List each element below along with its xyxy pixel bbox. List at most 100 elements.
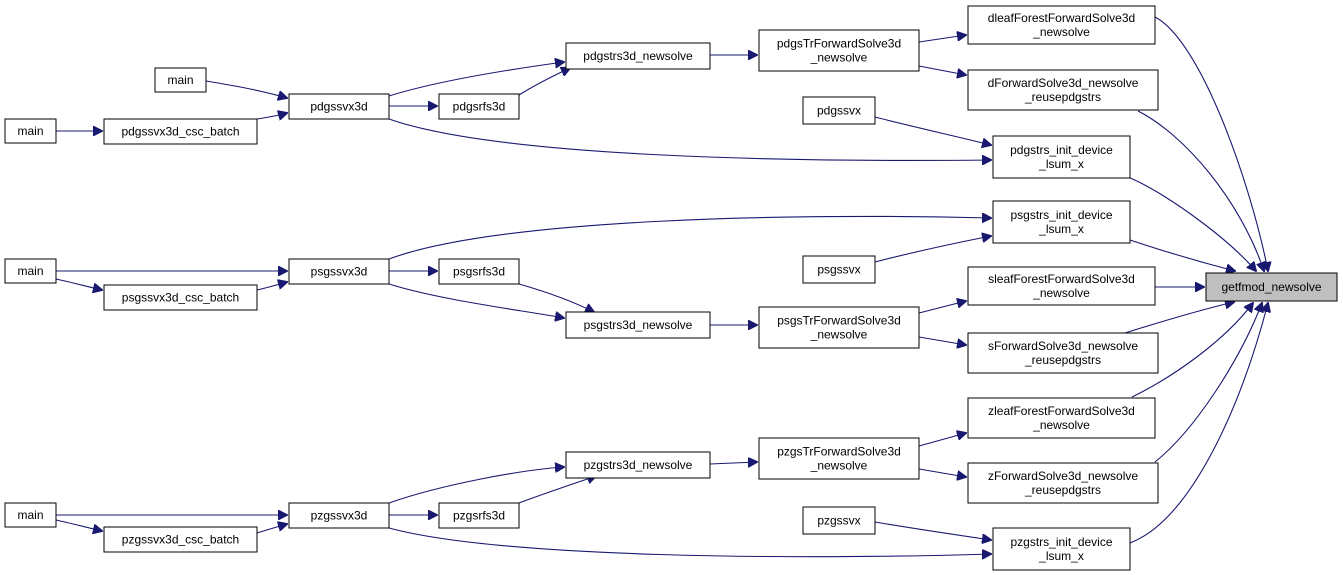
edge-sfwd-getfmod [1124,302,1234,334]
edge-pdrfs-pdtrs [518,68,570,96]
nodes-layer: getfmod_newsolve dleafForestForwardSolve3… [4,5,1338,571]
node-sleaf[interactable]: sleafForestForwardSolve3d_newsolve [967,266,1156,306]
node-label: psgsrfs3d [453,265,505,279]
node-box [288,93,390,120]
node-label: _newsolve [810,328,868,342]
edge-mainD-pzbatch [55,519,102,531]
node-pd3d[interactable]: pdgssvx3d [288,93,390,120]
node-pzbatch[interactable]: pzgssvx3d_csc_batch [103,526,258,553]
node-label: psgsTrForwardSolve3d [777,314,901,328]
node-box [992,200,1131,244]
node-label: sleafForestForwardSolve3d [988,272,1135,286]
node-pzTr[interactable]: pzgsTrForwardSolve3d_newsolve [758,437,920,480]
node-psbatch[interactable]: psgssvx3d_csc_batch [103,284,258,311]
node-box [802,506,876,535]
node-label: _reusepdgstrs [1024,90,1101,104]
node-label: pzgsrfs3d [453,509,505,523]
node-label: _reusepdgstrs [1024,353,1101,367]
edge-psbatch-ps3d [256,282,287,291]
node-label: pzgstrs3d_newsolve [584,458,693,472]
node-label: pdgssvx3d_csc_batch [121,125,239,139]
root-node-getfmod[interactable]: getfmod_newsolve [1205,272,1338,302]
node-label: pdgssvx [817,104,861,118]
node-box [154,67,207,93]
node-label: pdgstrs_init_device [1010,143,1113,157]
node-pztrs[interactable]: pzgstrs3d_newsolve [565,451,711,479]
node-pdTr[interactable]: pdgsTrForwardSolve3d_newsolve [758,29,920,72]
node-mainA[interactable]: main [154,67,207,93]
node-label: pzgstrs_init_device [1010,535,1112,549]
node-label: pdgsrfs3d [453,100,506,114]
node-label: pzgssvx3d [311,509,368,523]
node-label: main [17,508,43,522]
edges-layer [55,16,1268,557]
node-box [4,258,57,284]
edge-psinit-getfmod [1129,239,1235,271]
node-label: _lsum_x [1038,549,1084,563]
node-mainB[interactable]: main [4,118,57,144]
node-pzinit[interactable]: pzgstrs_init_device_lsum_x [992,527,1131,571]
node-box [967,5,1156,45]
node-label: pzgssvx3d_csc_batch [122,533,239,547]
edge-ps3d-pstrs [388,283,564,318]
node-dfwd[interactable]: dForwardSolve3d_newsolve_reusepdgstrs [967,69,1159,111]
edge-pd3d-pdtrs [388,62,564,97]
edge-pzrfs-pztrs [518,476,596,504]
node-pzgssvx[interactable]: pzgssvx [802,506,876,535]
node-pstrs[interactable]: psgstrs3d_newsolve [565,311,711,339]
node-box [992,135,1131,179]
node-mainD[interactable]: main [4,502,57,528]
node-box [758,437,920,480]
node-psrfs[interactable]: psgsrfs3d [438,258,520,285]
node-label: _newsolve [810,459,868,473]
edge-dfwd-getfmod [1137,110,1264,271]
node-label: _lsum_x [1038,157,1084,171]
edge-zleaf-getfmod [1131,303,1253,398]
node-box [4,118,57,144]
node-mainC[interactable]: main [4,258,57,284]
node-label: psgssvx3d_csc_batch [122,291,239,305]
node-label: psgstrs3d_newsolve [584,318,693,332]
edge-pdinit-getfmod [1129,177,1256,271]
node-box [103,118,258,145]
edge-zfwd-getfmod [1154,303,1262,463]
node-pzrfs[interactable]: pzgsrfs3d [438,502,520,529]
node-label: psgssvx [817,263,860,277]
node-box [565,451,711,479]
node-psinit[interactable]: psgstrs_init_device_lsum_x [992,200,1131,244]
edge-pdTr-dleaf [918,35,966,43]
node-box [4,502,57,528]
edge-pdgssvx-pdinit [874,116,991,145]
node-label: pdgsTrForwardSolve3d [777,37,901,51]
edge-pzTr-zfwd [918,468,966,477]
node-pdtrs[interactable]: pdgstrs3d_newsolve [565,42,711,70]
edge-dleaf-getfmod [1154,16,1268,271]
node-label: main [17,264,43,278]
node-pz3d[interactable]: pzgssvx3d [288,502,390,529]
edge-psTr-sleaf [918,301,966,314]
edge-psTr-sfwd [918,336,966,345]
node-label: pzgsTrForwardSolve3d [777,445,901,459]
node-pdrfs[interactable]: pdgsrfs3d [438,93,520,120]
node-label: _newsolve [1032,286,1090,300]
edge-ps3d-psinit [388,216,991,260]
node-box [967,69,1159,111]
node-psgssvx[interactable]: psgssvx [802,255,876,284]
node-pdbatch[interactable]: pdgssvx3d_csc_batch [103,118,258,145]
node-zleaf[interactable]: zleafForestForwardSolve3d_newsolve [967,397,1156,439]
node-label: psgssvx3d [311,265,368,279]
node-ps3d[interactable]: psgssvx3d [288,258,390,285]
node-box [758,306,920,349]
node-zfwd[interactable]: zForwardSolve3d_newsolve_reusepdgstrs [967,462,1159,504]
node-pdgssvx[interactable]: pdgssvx [802,96,876,125]
node-label: psgstrs_init_device [1010,208,1112,222]
node-box [967,462,1159,504]
node-sfwd[interactable]: sForwardSolve3d_newsolve_reusepdgstrs [967,332,1159,374]
node-psTr[interactable]: psgsTrForwardSolve3d_newsolve [758,306,920,349]
node-box [758,29,920,72]
node-box [967,397,1156,439]
node-box [288,258,390,285]
node-dleaf[interactable]: dleafForestForwardSolve3d_newsolve [967,5,1156,45]
node-pdinit[interactable]: pdgstrs_init_device_lsum_x [992,135,1131,179]
